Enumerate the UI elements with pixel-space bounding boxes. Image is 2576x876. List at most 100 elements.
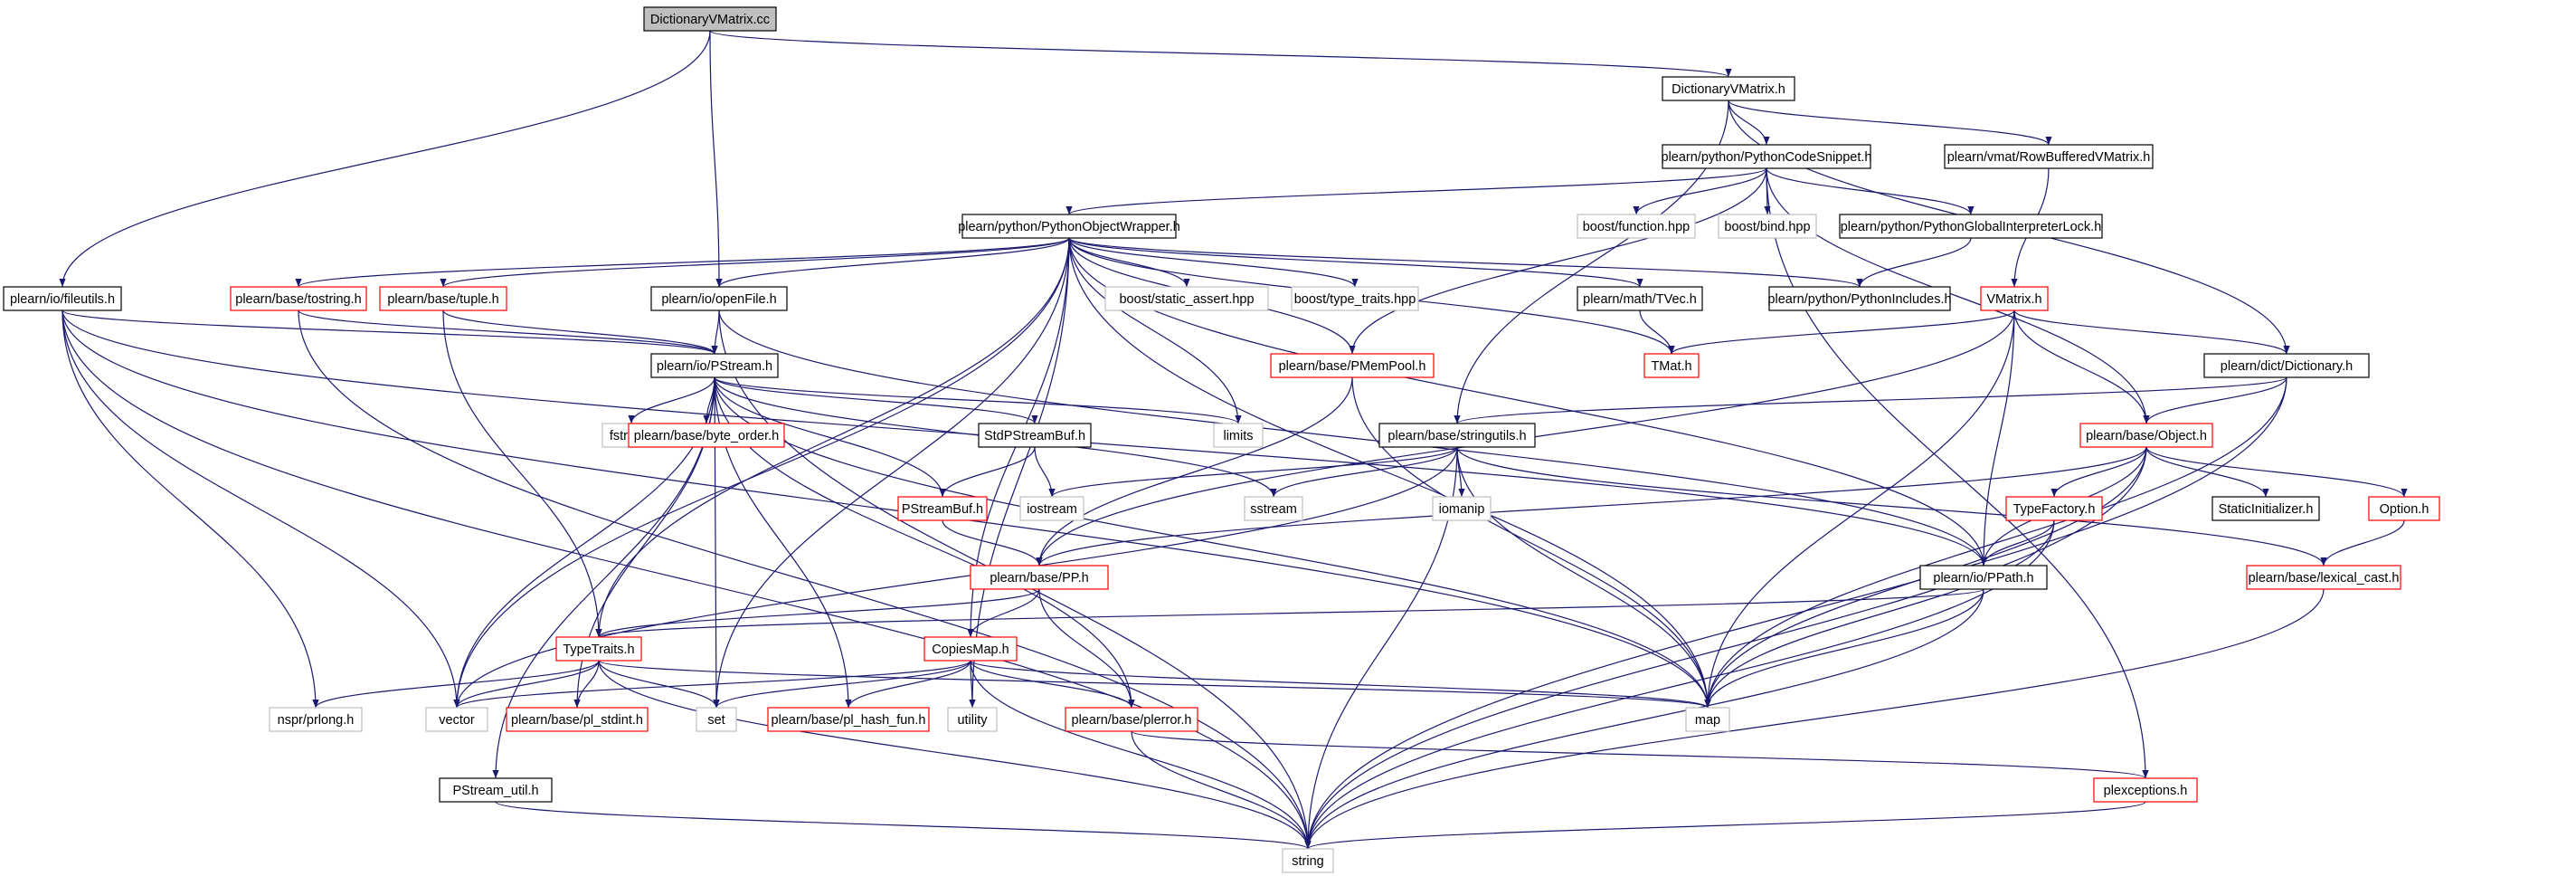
edge-pp-to-copiesmap [967,588,1040,638]
edge-pow-to-vector [453,237,1070,709]
edge-pstream-to-fstream [628,376,715,424]
node-box [1685,707,1730,732]
edge-pow-to-typetraits [595,237,1070,638]
node-box [767,707,930,732]
edge-pcs-to-bfun [1633,167,1767,215]
node-box [947,707,998,732]
node-box [1944,144,2154,169]
node-label: plearn/io/PStream.h [657,359,772,374]
node-label: boost/bind.hpp [1724,220,1810,234]
node-plearn-base-pp-h[interactable]: plearn/base/PP.h [970,565,1109,590]
node-staticinitializer-h[interactable]: StaticInitializer.h [2211,496,2320,521]
node-label: iostream [1027,502,1077,517]
node-plearn-base-byte-order-h[interactable]: plearn/base/byte_order.h [628,423,785,448]
node-box [897,496,988,521]
node-plearn-base-object-h[interactable]: plearn/base/Object.h [2079,423,2213,448]
node-box [1244,496,1303,521]
node-box [439,777,553,803]
edge-vmatrix-to-ppath [1980,309,2015,567]
node-plearn-base-tuple-h[interactable]: plearn/base/tuple.h [379,286,507,311]
node-label: plearn/base/pl_stdint.h [511,713,643,728]
node-plearn-io-ppath-h[interactable]: plearn/io/PPath.h [1919,565,2048,590]
edge-copiesmap-to-plerror [970,660,1135,709]
edge-pcs-to-pmempool [1349,167,1767,355]
node-box [1643,353,1700,378]
edge-dictionary-to-object [2143,376,2287,424]
node-plearn-math-tvec-h[interactable]: plearn/math/TVec.h [1577,286,1703,311]
edge-dvmh-to-pcs [1728,100,1770,146]
node-label: plearn/python/PythonIncludes.h [1767,292,1951,307]
node-typetraits-h[interactable]: TypeTraits.h [555,636,642,662]
node-label: plearn/io/PPath.h [1933,571,2033,586]
node-label: Option.h [2380,502,2429,517]
node-plexceptions-h[interactable]: plexceptions.h [2093,777,2198,803]
node-plearn-base-pl-hash-fun-h[interactable]: plearn/base/pl_hash_fun.h [767,707,930,732]
node-plearn-base-pmempool-h[interactable]: plearn/base/PMemPool.h [1270,353,1435,378]
edge-strutils-to-map [1456,446,1711,709]
node-limits: limits [1213,423,1264,448]
node-stdpstreambuf-h[interactable]: StdPStreamBuf.h [978,423,1092,448]
node-typefactory-h[interactable]: TypeFactory.h [2005,496,2103,521]
node-plearn-base-tostring-h[interactable]: plearn/base/tostring.h [230,286,367,311]
node-plearn-io-fileutils-h[interactable]: plearn/io/fileutils.h [3,286,122,311]
node-dictionaryvmatrix-h[interactable]: DictionaryVMatrix.h [1662,76,1795,101]
node-plearn-base-lexical-cast-h[interactable]: plearn/base/lexical_cast.h [2246,565,2401,590]
node-label: StdPStreamBuf.h [984,429,1085,443]
node-pstreambuf-h[interactable]: PStreamBuf.h [897,496,988,521]
node-plearn-python-pythonobjectwrapper-h[interactable]: plearn/python/PythonObjectWrapper.h [958,214,1180,239]
node-plearn-python-pythonincludes-h[interactable]: plearn/python/PythonIncludes.h [1767,286,1952,311]
node-label: TMat.h [1651,359,1691,374]
edge-pow-to-limits [1068,237,1242,424]
edge-psb-to-pp [942,519,1043,567]
node-copiesmap-h[interactable]: CopiesMap.h [923,636,1018,662]
node-plearn-io-pstream-h[interactable]: plearn/io/PStream.h [650,353,779,378]
edge-root-to-dvmh [709,30,1732,78]
node-plearn-base-stringutils-h[interactable]: plearn/base/stringutils.h [1378,423,1536,448]
node-label: DictionaryVMatrix.cc [650,13,770,27]
node-label: boost/function.hpp [1583,220,1690,234]
node-plearn-base-pl-stdint-h[interactable]: plearn/base/pl_stdint.h [506,707,649,732]
node-nspr-prlong-h: nspr/prlong.h [269,707,363,732]
node-box [2246,565,2401,590]
node-iomanip: iomanip [1432,496,1492,521]
node-dictionaryvmatrix-cc[interactable]: DictionaryVMatrix.cc [643,6,777,32]
edge-copiesmap-to-vector [453,660,971,709]
node-plearn-python-pythonglobalinterpreterlock-h[interactable]: plearn/python/PythonGlobalInterpreterLoc… [1839,214,2103,239]
node-label: plearn/base/Object.h [2086,429,2207,443]
edge-tvec-to-tmat [1639,309,1675,355]
node-plearn-base-plerror-h[interactable]: plearn/base/plerror.h [1065,707,1198,732]
node-option-h[interactable]: Option.h [2368,496,2440,521]
node-tmat-h[interactable]: TMat.h [1643,353,1700,378]
edge-fileutils-to-vector [62,309,460,709]
node-pstream-util-h[interactable]: PStream_util.h [439,777,553,803]
node-plearn-python-pythoncodesnippet-h[interactable]: plearn/python/PythonCodeSnippet.h [1662,144,1872,169]
node-box [1718,214,1817,239]
node-box [650,286,788,311]
node-box [1065,707,1198,732]
edge-object-to-staticinit [2145,446,2269,498]
node-box [696,707,737,732]
node-label: DictionaryVMatrix.h [1672,82,1785,97]
edge-vmatrix-to-object [2013,309,2150,424]
node-label: sstream [1250,502,1297,517]
node-plearn-io-openfile-h[interactable]: plearn/io/openFile.h [650,286,788,311]
node-box [2005,496,2103,521]
node-label: plearn/math/TVec.h [1583,292,1697,307]
edge-pow-to-pyinc [1068,237,1863,288]
node-plearn-dict-dictionary-h[interactable]: plearn/dict/Dictionary.h [2203,353,2370,378]
edge-tuple-to-pstream [442,309,718,355]
edge-pow-to-bsa [1068,237,1190,288]
edge-tostring-to-pstream [298,309,718,355]
node-plearn-vmat-rowbufferedvmatrix-h[interactable]: plearn/vmat/RowBufferedVMatrix.h [1944,144,2154,169]
node-label: plearn/io/openFile.h [661,292,776,307]
node-box [1768,286,1951,311]
node-label: plearn/io/fileutils.h [10,292,115,307]
node-box [506,707,649,732]
edge-pcs-to-plexc [1766,167,2149,779]
node-string: string [1282,848,1334,873]
edge-openfile-to-ppath [718,309,1987,567]
node-box [1662,144,1871,169]
edge-fileutils-to-pstream [62,309,718,355]
node-vmatrix-h[interactable]: VMatrix.h [1980,286,2049,311]
node-box [1213,423,1264,448]
